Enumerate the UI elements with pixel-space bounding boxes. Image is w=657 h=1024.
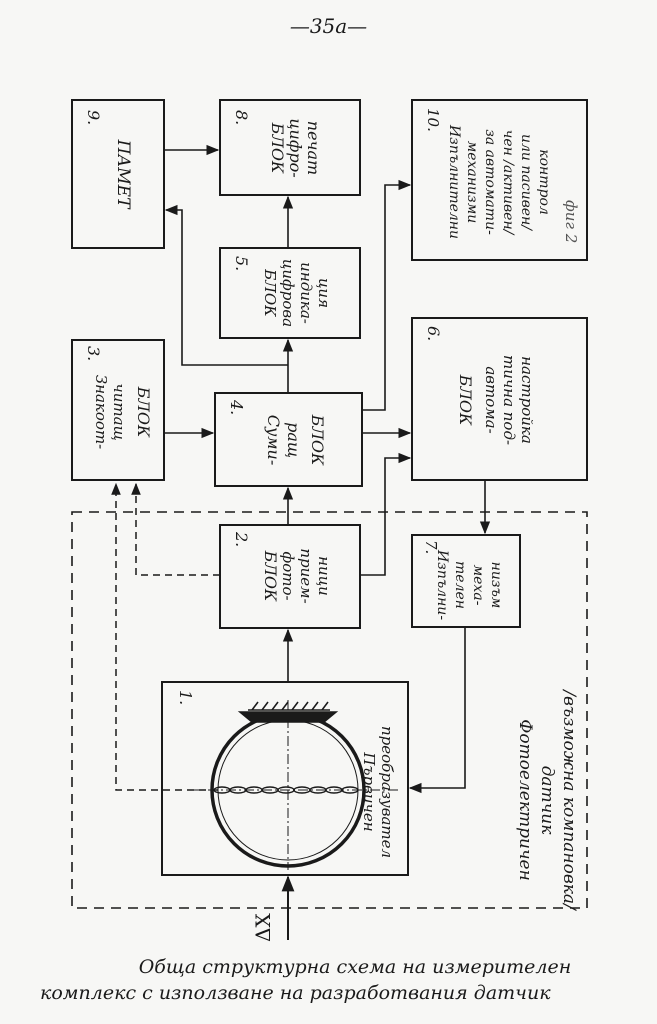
block-2-number: 2. xyxy=(232,531,251,547)
block-9-label: ПАМЕТ xyxy=(113,139,133,211)
block-7-number: 7. xyxy=(422,540,440,554)
block-10-line-2: механизми xyxy=(464,141,480,224)
block-1-line-2: преобразувател xyxy=(378,726,396,858)
block-2-line-4: ници xyxy=(315,556,333,596)
block-3-sign-reader: 3. Знакоот- читащ БЛОК xyxy=(71,339,165,481)
block-2-line-1: БЛОК xyxy=(261,550,280,602)
block-7-line-4: низъм xyxy=(488,562,504,609)
block-8-number: 8. xyxy=(232,110,251,125)
block-5-number: 5. xyxy=(232,256,251,271)
block-6-line-2: автома- xyxy=(482,366,500,433)
block-8-digital-print: 8. БЛОК цифро- печат xyxy=(219,99,361,196)
block-10-line-6: контрол xyxy=(536,149,552,215)
block-3-line-2: читащ xyxy=(110,383,128,440)
block-5-line-3: индика- xyxy=(297,262,315,324)
block-10-line-1: Изпълнителни xyxy=(446,124,462,239)
block-4-number: 4. xyxy=(227,399,246,415)
block-5-digital-indication: 5. БЛОК цифрова индика- ция xyxy=(219,247,361,339)
block-9-number: 9. xyxy=(84,110,103,125)
block-2-line-2: фото- xyxy=(279,551,297,600)
fixed-support-icon xyxy=(237,701,339,723)
block-8-line-3: печат xyxy=(304,121,323,175)
block-7-line-2: телен xyxy=(452,561,468,609)
block-5-line-2: цифрова xyxy=(279,259,297,327)
block-6-auto-tuning: 6. БЛОК автома- тична под- настройка xyxy=(411,317,588,481)
block-4-line-1: Суми- xyxy=(264,415,283,466)
block-10-line-5: или пасивен/ xyxy=(518,134,534,231)
block-5-line-4: ция xyxy=(315,278,333,308)
block-7-line-1: Изпълни- xyxy=(434,549,450,620)
sensor-label-line-3: /възможна компановка/ xyxy=(559,688,579,912)
block-5-line-1: БЛОК xyxy=(261,268,279,317)
input-label: ΔX xyxy=(251,913,275,942)
sensor-label: Фотоелектричен датчик /възможна компанов… xyxy=(515,688,579,912)
block-4-summing: 4. Суми- ращ БЛОК xyxy=(214,392,363,487)
block-6-line-1: БЛОК xyxy=(456,374,475,426)
block-8-line-1: БЛОК xyxy=(268,122,287,174)
block-6-number: 6. xyxy=(424,326,443,341)
block-8-line-2: цифро- xyxy=(286,118,305,177)
caption-line-1: Обща структурна схема на измерителен xyxy=(138,956,572,978)
block-3-line-3: БЛОК xyxy=(134,386,153,438)
block-7-line-3: меха- xyxy=(470,565,486,606)
sensor-label-line-2: датчик xyxy=(537,766,557,836)
twisted-fiber-icon xyxy=(213,786,359,794)
caption-line-2: комплекс с използване на разработвания д… xyxy=(40,982,551,1004)
block-10-line-4: чен /активен/ xyxy=(500,130,516,236)
block-3-line-1: Знакоот- xyxy=(92,375,110,449)
block-10-number: 10. xyxy=(424,108,442,132)
block-7-actuator: 7. Изпълни- телен меха- низъм xyxy=(411,534,521,628)
block-6-line-4: настройка xyxy=(518,356,536,444)
block-2-line-3: прием- xyxy=(297,548,315,603)
page-number: —35a— xyxy=(289,14,368,38)
block-9-memory: ПАМЕТ 9. xyxy=(71,99,165,249)
sensor-enclosure xyxy=(71,511,588,909)
block-1-line-1: Първичен xyxy=(360,751,378,831)
block-6-line-3: тична под- xyxy=(500,355,518,445)
block-1-primary-transducer: 1. xyxy=(161,681,409,876)
block-10-line-3: за автомати- xyxy=(482,129,498,235)
block-2-photoreceivers: 2. БЛОК фото- прием- ници xyxy=(219,524,361,629)
sensor-label-line-1: Фотоелектричен xyxy=(515,719,535,881)
block-1-number: 1. xyxy=(176,690,195,705)
block-3-number: 3. xyxy=(84,346,103,361)
block-10-actuators: 10. Изпълнителни механизми за автомати- … xyxy=(411,99,588,261)
block-4-line-2: ращ xyxy=(284,422,303,458)
block-diagram: ПАМЕТ 9. 8. БЛОК цифро- печат 10. Изпълн… xyxy=(71,99,588,942)
block-4-line-3: БЛОК xyxy=(308,414,327,466)
